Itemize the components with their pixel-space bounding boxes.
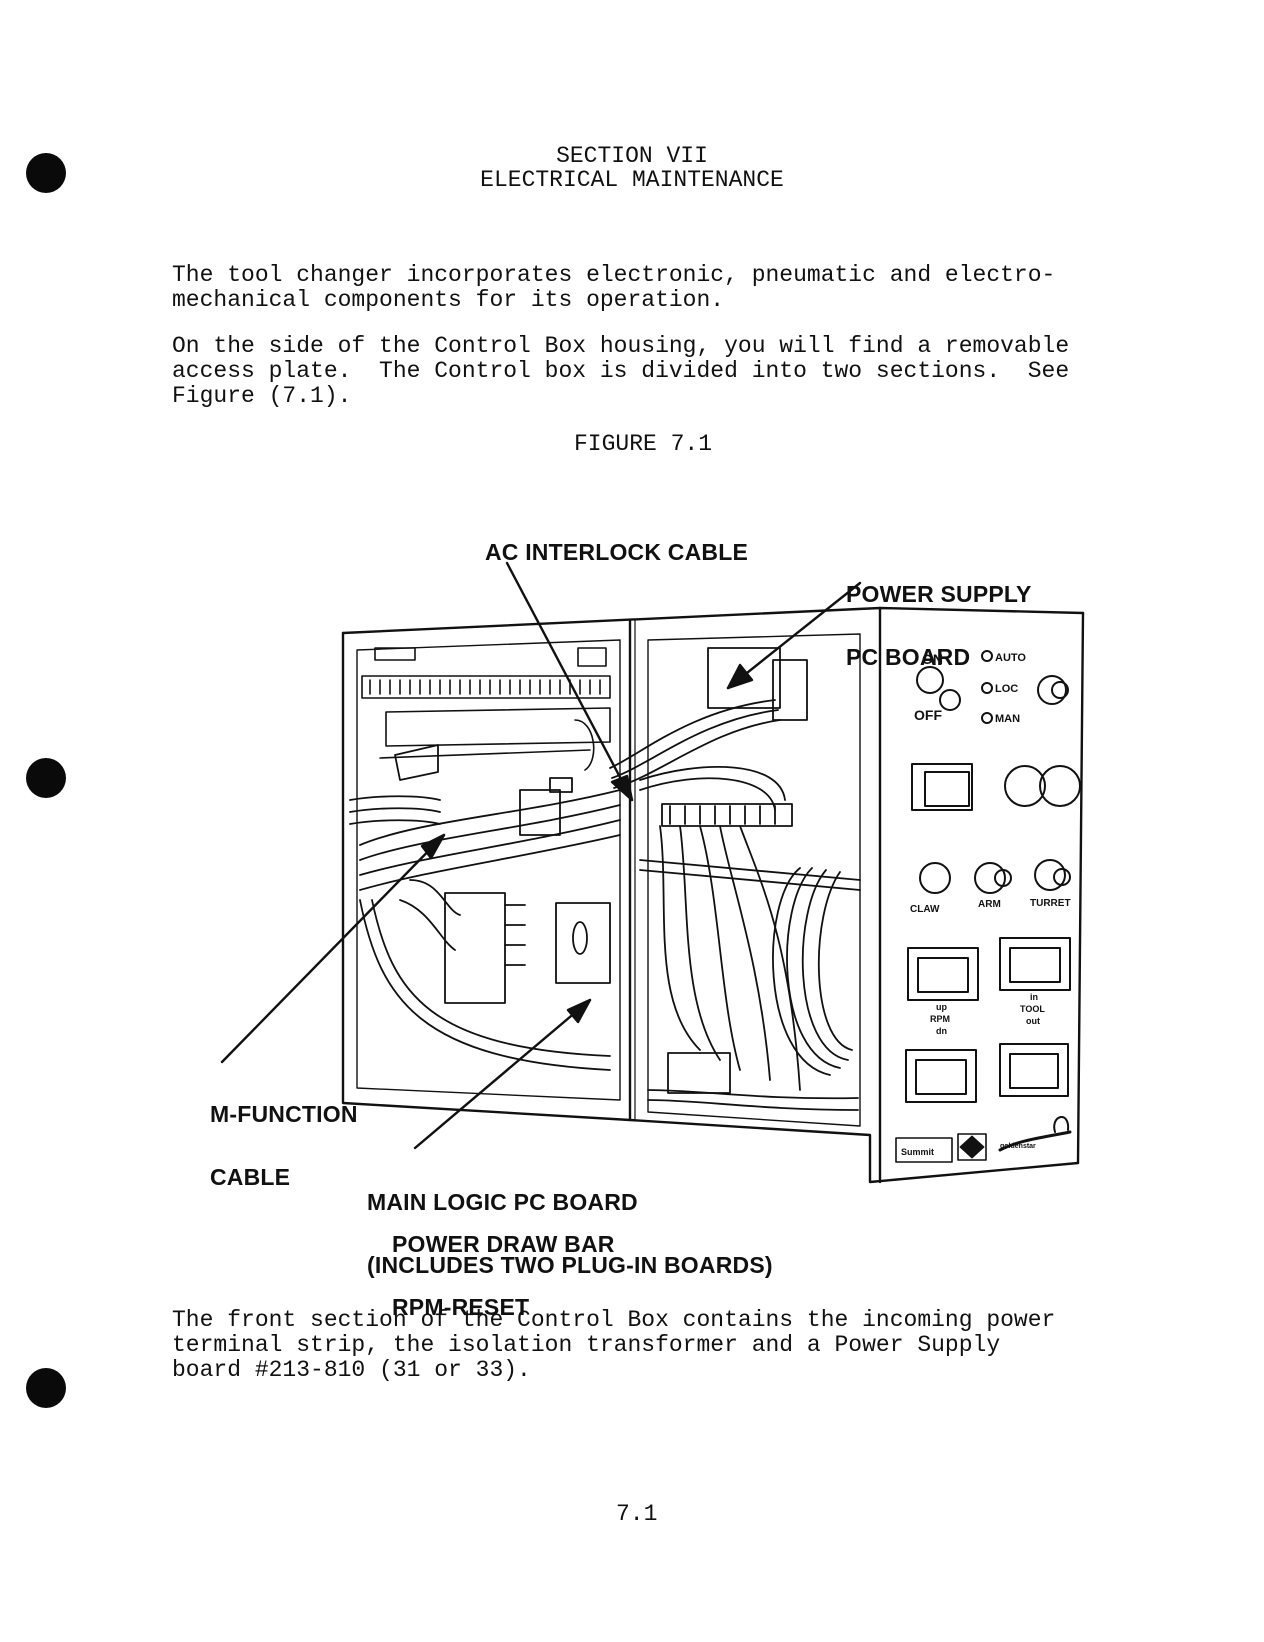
label-main-logic-pc-board: MAIN LOGIC PC BOARD (INCLUDES TWO PLUG-I… (367, 1150, 773, 1297)
panel-text: ON OFF AUTO LOC MAN CLAW ARM TURRET up R… (901, 651, 1071, 1157)
panel-on: ON (922, 651, 943, 667)
label-plug-in-boards: POWER DRAW BAR RPM-RESET (392, 1192, 615, 1339)
panel-man: MAN (995, 713, 1020, 725)
section-number: SECTION VII (556, 143, 708, 169)
intro-p1-line-1: The tool changer incorporates electronic… (172, 262, 1056, 288)
binder-hole-bottom (26, 1368, 66, 1408)
intro-p2-line-2: access plate. The Control box is divided… (172, 358, 1070, 384)
control-box-housing (341, 606, 1085, 1184)
panel-auto: AUTO (995, 652, 1026, 664)
panel-off: OFF (914, 707, 942, 723)
panel-arm: ARM (978, 899, 1001, 910)
intro-p1-line-2: mechanical components for its operation. (172, 287, 725, 313)
panel-up: up (936, 1002, 947, 1012)
binder-hole-middle (26, 758, 66, 798)
panel-claw: CLAW (910, 904, 940, 915)
label-plug-in-board-1: POWER DRAW BAR (392, 1231, 615, 1257)
panel-brand: goldenstar (1000, 1143, 1036, 1150)
label-plug-in-board-2: RPM-RESET (392, 1294, 530, 1320)
panel-in: in (1030, 992, 1038, 1002)
binder-hole-top (26, 153, 66, 193)
closing-line-3: board #213-810 (31 or 33). (172, 1357, 531, 1383)
label-m-function-line-1: M-FUNCTION (210, 1101, 358, 1127)
closing-paragraph: The front section of the Control Box con… (172, 1308, 1162, 1383)
label-power-supply-line-1: POWER SUPPLY (846, 581, 1032, 607)
label-main-logic-line-2: (INCLUDES TWO PLUG-IN BOARDS) (367, 1252, 773, 1278)
intro-p2-line-3: Figure (7.1). (172, 383, 352, 409)
label-main-logic-line-1: MAIN LOGIC PC BOARD (367, 1189, 638, 1215)
label-power-supply-pc-board: POWER SUPPLY PC BOARD (846, 542, 1032, 689)
closing-line-1: The front section of the Control Box con… (172, 1307, 1056, 1333)
label-ac-interlock-cable: AC INTERLOCK CABLE (485, 539, 748, 565)
page-number: 7.1 (616, 1501, 658, 1527)
section-title: ELECTRICAL MAINTENANCE (480, 167, 784, 193)
leader-arrows (220, 561, 862, 1150)
panel-rpm: RPM (930, 1014, 950, 1024)
panel-dn: dn (936, 1026, 947, 1036)
panel-loc: LOC (995, 683, 1018, 695)
terminal-strip (361, 647, 611, 771)
panel-summit: Summit (901, 1147, 934, 1157)
label-m-function-cable: M-FUNCTION CABLE (210, 1062, 358, 1209)
figure-caption: FIGURE 7.1 (574, 431, 713, 457)
intro-paragraph-2: On the side of the Control Box housing, … (172, 334, 1162, 409)
panel-out: out (1026, 1016, 1040, 1026)
intro-p2-line-1: On the side of the Control Box housing, … (172, 333, 1070, 359)
label-power-supply-line-2: PC BOARD (846, 644, 971, 670)
left-section-internals (349, 744, 621, 1071)
panel-tool: TOOL (1020, 1004, 1045, 1014)
front-panel-controls (895, 650, 1081, 1163)
panel-turret: TURRET (1030, 898, 1071, 909)
intro-paragraph-1: The tool changer incorporates electronic… (172, 263, 1162, 313)
right-section-internals (609, 647, 861, 1111)
label-m-function-line-2: CABLE (210, 1164, 291, 1190)
closing-line-2: terminal strip, the isolation transforme… (172, 1332, 1001, 1358)
